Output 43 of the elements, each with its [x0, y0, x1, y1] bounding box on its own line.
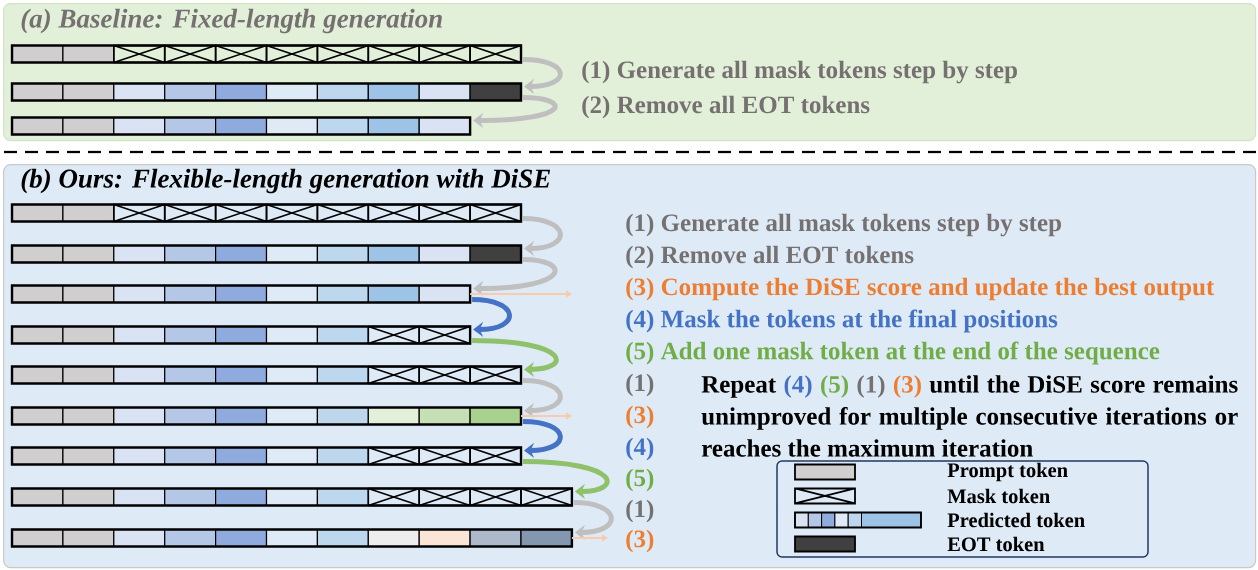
token-sequence — [10, 446, 523, 466]
token-sequence — [10, 244, 523, 264]
token-sequence — [10, 528, 574, 548]
step-number: (1) — [626, 373, 654, 397]
legend-label: Mask token — [947, 488, 1050, 504]
token-sequence — [10, 365, 523, 385]
step-number: (3) — [626, 405, 654, 429]
step-description: (5) Add one mask token at the end of the sequence — [626, 341, 1160, 365]
step-description: (1) Generate all mask tokens step by step — [582, 60, 1017, 84]
token-sequence — [10, 116, 472, 136]
step-description: (1) Generate all mask tokens step by step — [626, 213, 1061, 237]
arrow — [570, 534, 608, 542]
step-description: (2) Remove all EOT tokens — [582, 95, 870, 119]
step-number: (5) — [626, 468, 654, 492]
legend-label: Prompt token — [947, 462, 1068, 482]
legend-label: EOT token — [947, 536, 1045, 552]
token-sequence — [10, 284, 472, 304]
token-sequence — [10, 406, 523, 426]
step-number: (3) — [626, 529, 654, 553]
step-description: (2) Remove all EOT tokens — [626, 245, 914, 269]
arrow — [473, 257, 558, 297]
token-sequence — [10, 325, 472, 345]
token-sequence — [10, 82, 523, 102]
step-number: (1) — [626, 499, 654, 523]
arrow — [472, 338, 559, 378]
repeat-note: Repeat (4) (5) (1) (3) until the DiSE score remains unimproved for multiple consecutive iterations or reaches the maximum iteration — [701, 375, 1238, 457]
step-description: (4) Mask the tokens at the final positions — [626, 309, 1058, 333]
token-sequence — [10, 203, 523, 223]
arrow — [522, 378, 563, 419]
arrow — [522, 419, 563, 459]
arrow — [522, 459, 610, 500]
arrow — [522, 216, 563, 257]
token-sequence — [10, 44, 523, 64]
arrow — [520, 412, 572, 420]
arrow — [471, 297, 512, 338]
arrow — [522, 57, 563, 95]
legend-label: Predicted token — [947, 512, 1085, 528]
arrow — [573, 500, 614, 541]
step-description: (3) Compute the DiSE score and update the best output — [626, 277, 1215, 301]
step-number: (4) — [626, 437, 654, 461]
arrow — [469, 290, 572, 298]
token-sequence — [10, 487, 574, 507]
arrow — [473, 95, 558, 129]
